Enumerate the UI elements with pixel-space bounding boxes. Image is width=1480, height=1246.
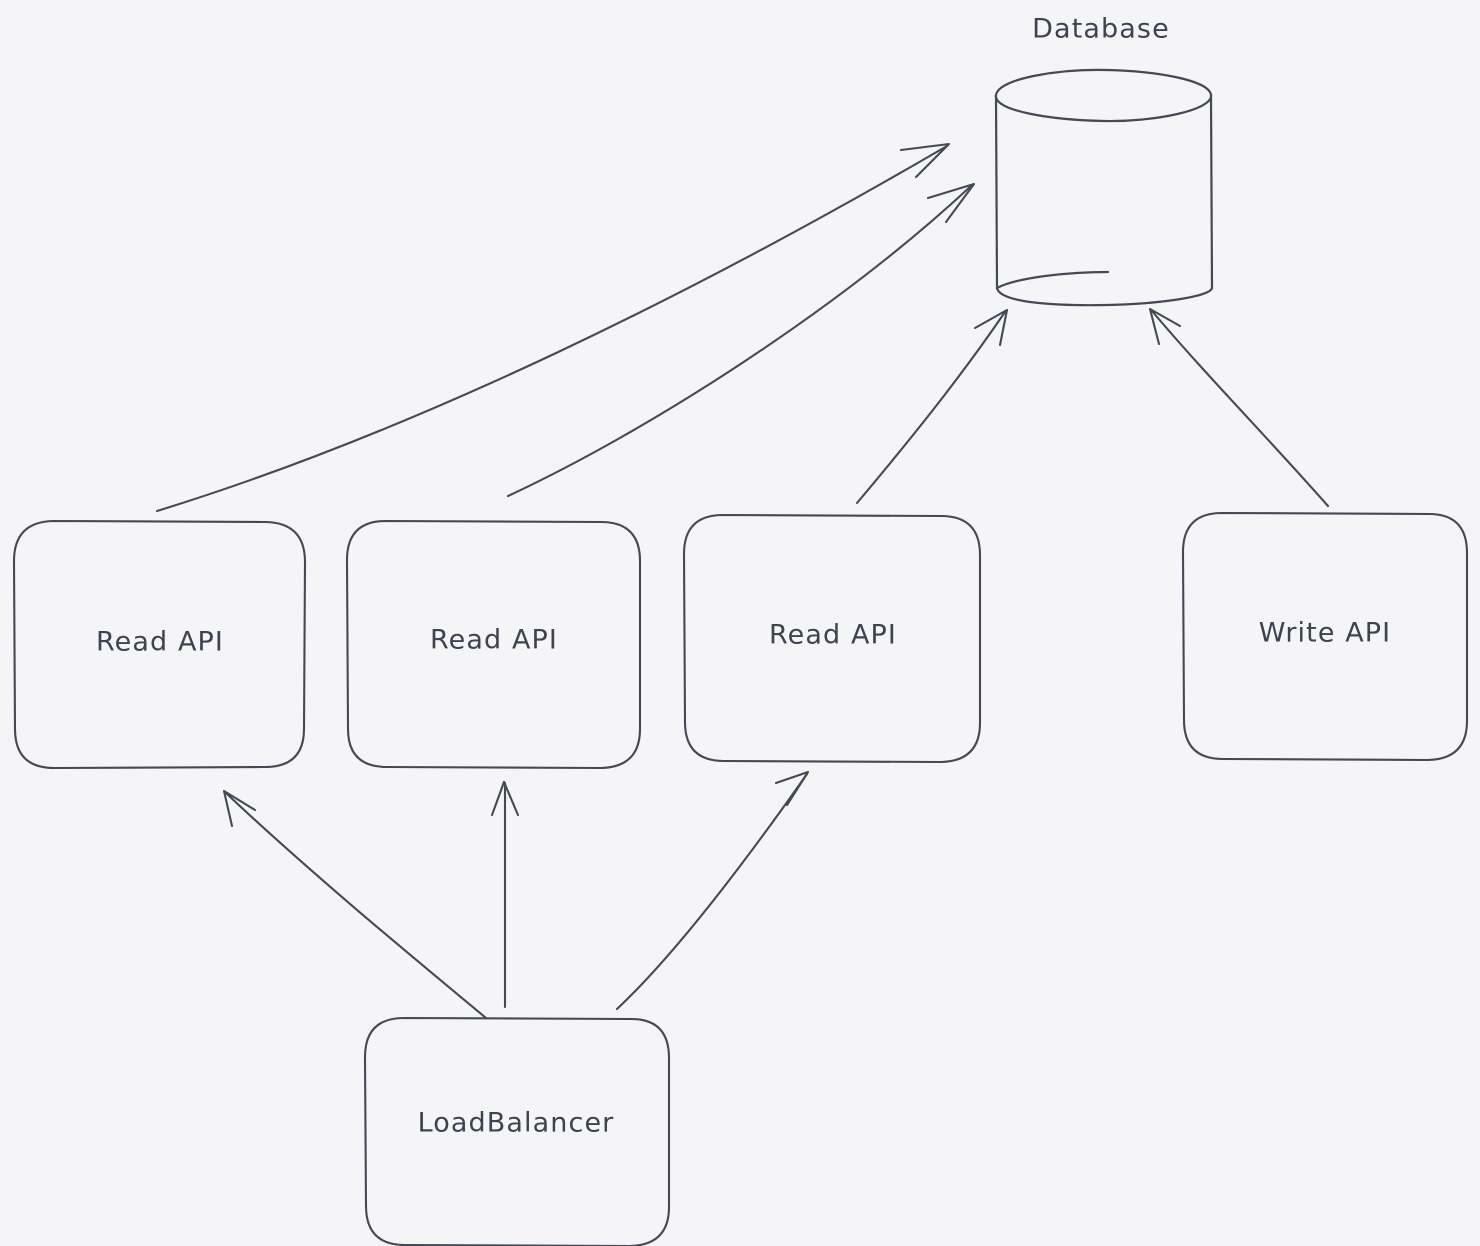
node-database[interactable]: Database [994,14,1214,307]
node-read-api-1-label: Read API [96,627,224,658]
node-write-api-label: Write API [1259,618,1391,649]
node-read-api-3-label: Read API [769,620,897,651]
node-read-api-3[interactable]: Read API [682,513,982,764]
node-load-balancer-label: LoadBalancer [418,1108,615,1139]
node-write-api[interactable]: Write API [1181,511,1469,762]
edge-read-api-3-to-database [855,308,1009,505]
node-read-api-1[interactable]: Read API [12,519,307,770]
node-read-api-2[interactable]: Read API [345,519,642,770]
node-load-balancer[interactable]: LoadBalancer [363,1016,671,1246]
edge-read-api-1-to-database [155,142,951,513]
edge-load-balancer-to-read-api-3 [615,770,810,1011]
node-database-label: Database [1032,14,1170,45]
node-read-api-2-label: Read API [430,625,558,656]
edge-read-api-2-to-database [506,182,976,498]
edge-load-balancer-to-read-api-2 [490,780,520,1009]
edge-load-balancer-to-read-api-1 [222,789,488,1020]
edge-write-api-to-database [1148,307,1330,508]
